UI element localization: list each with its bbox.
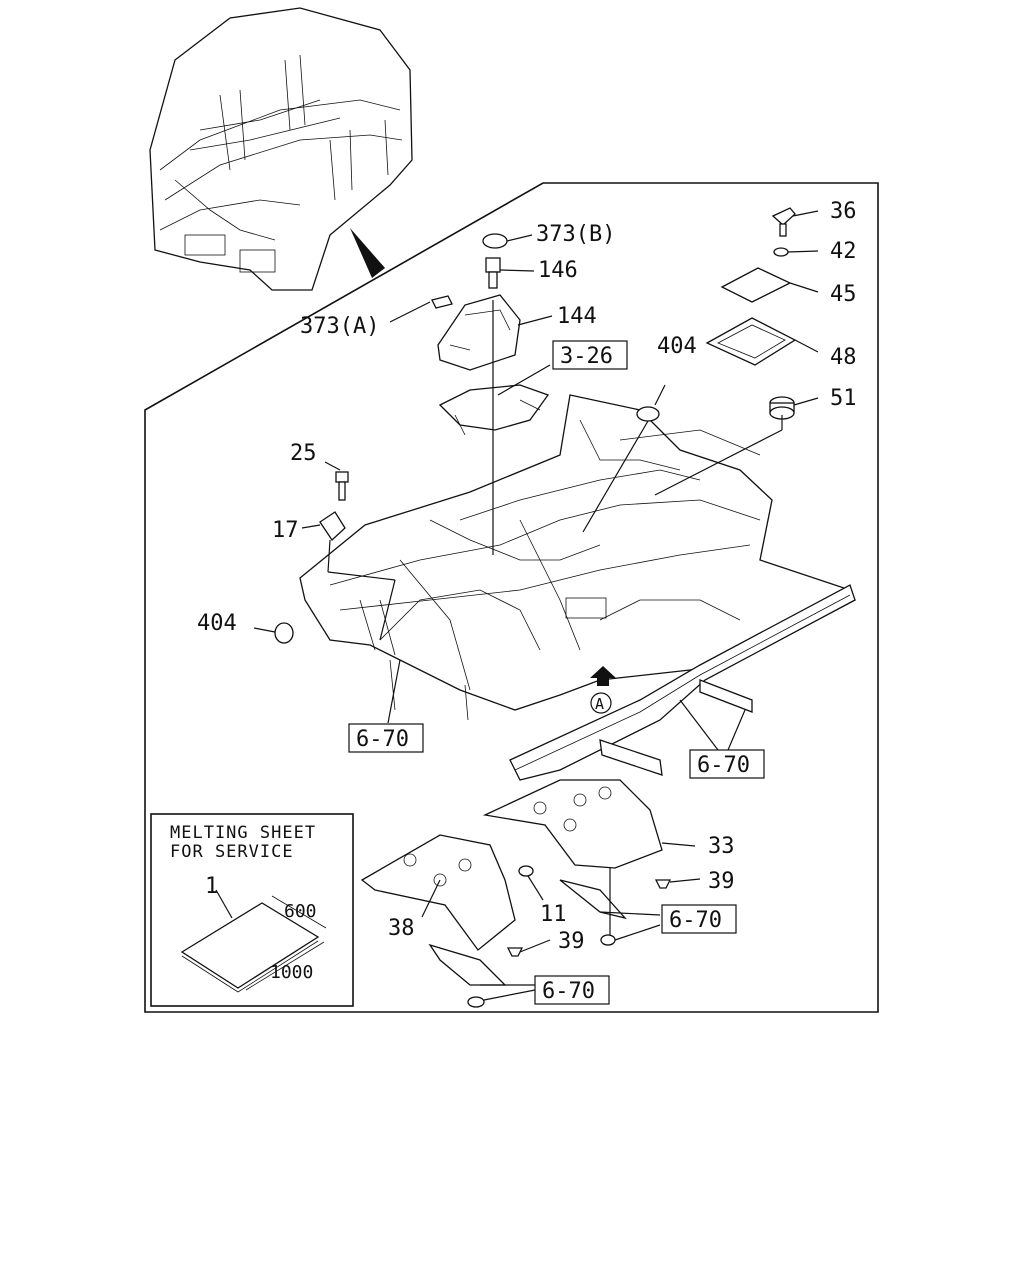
callout-labels: 373(B) 146 373(A) 144 404 36 42 45 48 51… xyxy=(197,199,857,954)
nut-11 xyxy=(518,865,534,877)
inset-dim-length: 1000 xyxy=(270,962,313,983)
leader-lines xyxy=(253,210,819,1001)
inset-part-number: 1 xyxy=(205,874,218,899)
plug-404-top xyxy=(636,406,660,422)
melting-sheet-part xyxy=(180,902,320,989)
clip-39-lower xyxy=(506,947,524,957)
callout-146: 146 xyxy=(538,258,578,283)
callout-11: 11 xyxy=(540,902,567,927)
callout-144: 144 xyxy=(557,304,597,329)
bracket-17 xyxy=(319,511,346,541)
reference-boxes: 3-26 6-70 6-70 6-70 6-70 xyxy=(348,340,765,1005)
clip-373a xyxy=(431,295,453,309)
view-marker-label: A xyxy=(595,695,604,713)
callout-404-top: 404 xyxy=(657,334,697,359)
reference-6-70-lower-right: 6-70 xyxy=(669,908,722,933)
diagram-frame xyxy=(144,182,879,1013)
callout-48: 48 xyxy=(830,345,857,370)
floor-panel-assembly xyxy=(299,394,856,721)
view-direction-arrow xyxy=(350,228,385,278)
callout-51: 51 xyxy=(830,386,857,411)
nut-bottom xyxy=(467,996,485,1008)
seal-48-inner xyxy=(717,324,786,359)
frame-rail xyxy=(509,584,856,781)
callout-38: 38 xyxy=(388,916,415,941)
callout-39-upper: 39 xyxy=(708,869,735,894)
reference-6-70-bottom: 6-70 xyxy=(542,979,595,1004)
bracket-lower xyxy=(428,943,507,986)
callout-33: 33 xyxy=(708,834,735,859)
bolt-25 xyxy=(335,471,349,501)
callout-17: 17 xyxy=(272,518,299,543)
inset-frame xyxy=(150,813,354,1007)
washer-42 xyxy=(773,247,789,257)
callout-39-lower: 39 xyxy=(558,929,585,954)
callout-42: 42 xyxy=(830,239,857,264)
plug-404-left xyxy=(274,622,294,644)
grommet-51 xyxy=(769,396,795,420)
bracket-right xyxy=(559,879,627,920)
wing-bolt-36 xyxy=(771,207,796,237)
clip-39-upper xyxy=(654,879,672,889)
reference-3-26: 3-26 xyxy=(560,344,613,369)
lid-45 xyxy=(720,267,792,303)
inset-title-line2: FOR SERVICE xyxy=(170,842,294,862)
cap-373b xyxy=(482,233,508,249)
callout-373b: 373(B) xyxy=(536,222,615,247)
lever-assembly xyxy=(438,384,550,436)
melting-sheet-inset: MELTING SHEET FOR SERVICE 1 600 1000 xyxy=(150,813,354,1007)
inset-dim-width: 600 xyxy=(284,901,317,922)
callout-45: 45 xyxy=(830,282,857,307)
bolt-146 xyxy=(485,257,501,289)
inset-title-line1: MELTING SHEET xyxy=(170,823,316,843)
cover-144 xyxy=(437,294,521,371)
callout-25: 25 xyxy=(290,441,317,466)
callout-373a: 373(A) xyxy=(300,314,379,339)
cab-overview-illustration xyxy=(149,7,413,291)
under-cover-33 xyxy=(482,779,663,869)
view-marker-a: A xyxy=(590,666,616,714)
nut-lower-right xyxy=(600,934,616,946)
callout-404-left: 404 xyxy=(197,611,237,636)
reference-6-70-right: 6-70 xyxy=(697,753,750,778)
reference-6-70-left: 6-70 xyxy=(356,727,409,752)
under-cover-38 xyxy=(360,834,516,951)
callout-36: 36 xyxy=(830,199,857,224)
